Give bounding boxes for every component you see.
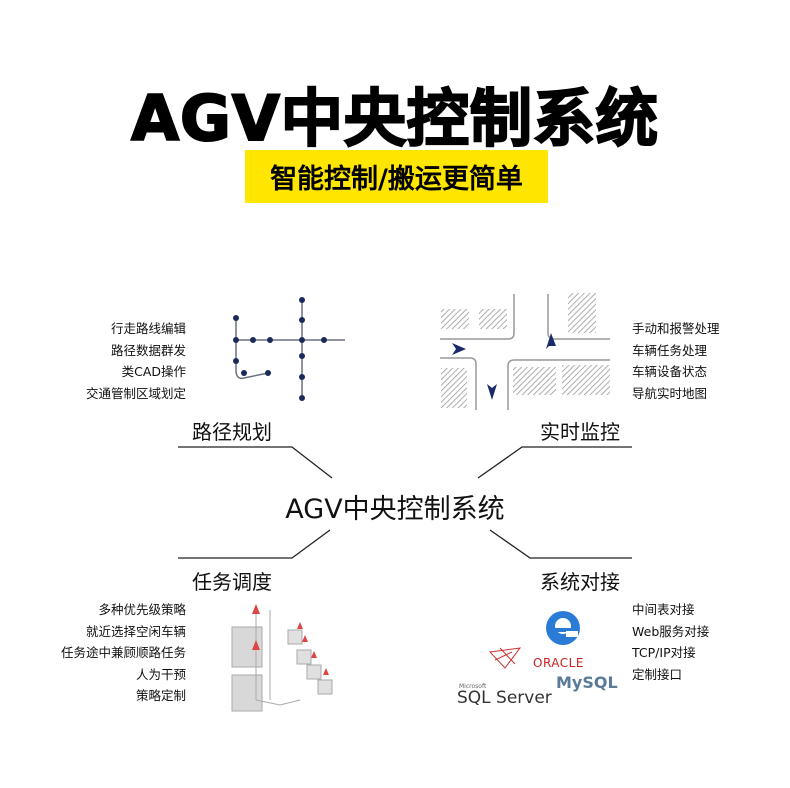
connector-bottom-right: [489, 529, 632, 559]
ie-logo-icon: [546, 611, 580, 645]
integration-logos-icon: [488, 611, 580, 669]
feature-item: 导航实时地图: [632, 385, 708, 401]
section-label-scheduling: 任务调度: [192, 570, 272, 594]
connector-top-left: [178, 446, 333, 479]
connector-top-right: [477, 446, 632, 479]
feature-item: 人为干预: [135, 666, 186, 682]
microsoft-label: Microsoft: [459, 683, 487, 690]
path-planning-features: 行走路线编辑 路径数据群发 类CAD操作 交通管制区域划定: [86, 318, 186, 404]
feature-item: TCP/IP对接: [632, 645, 696, 660]
feature-item: 车辆设备状态: [632, 364, 708, 379]
connector-bottom-left: [178, 529, 331, 559]
mysql-logo: MySQL: [556, 673, 618, 692]
integration-features: 中间表对接 Web服务对接 TCP/IP对接 定制接口: [632, 599, 709, 685]
center-label: AGV中央控制系统: [285, 494, 505, 525]
feature-item: 行走路线编辑: [110, 321, 186, 336]
section-label-integration: 系统对接: [540, 570, 620, 594]
sqlserver-logo: SQL Server: [457, 688, 552, 708]
feature-item: 路径数据群发: [110, 342, 186, 358]
monitoring-features: 手动和报警处理 车辆任务处理 车辆设备状态 导航实时地图: [632, 318, 720, 404]
feature-item: 手动和报警处理: [632, 321, 720, 336]
feature-item: 就近选择空闲车辆: [85, 623, 186, 639]
sqlserver-logo-icon: [488, 647, 522, 669]
feature-item: 定制接口: [632, 666, 683, 682]
feature-item: 任务途中兼顾顺路任务: [60, 645, 186, 660]
main-title: AGV中央控制系统: [130, 81, 659, 156]
subtitle-banner: 智能控制/搬运更简单: [245, 150, 548, 203]
agv-servers-icon: [231, 604, 333, 712]
feature-item: 中间表对接: [632, 602, 695, 617]
section-label-monitoring: 实时监控: [540, 420, 620, 444]
feature-item: 策略定制: [135, 688, 186, 703]
scheduling-features: 多种优先级策略 就近选择空闲车辆 任务途中兼顾顺路任务 人为干预 策略定制: [61, 599, 186, 707]
feature-item: Web服务对接: [632, 623, 710, 639]
feature-item: 类CAD操作: [121, 364, 186, 379]
feature-item: 交通管制区域划定: [85, 385, 186, 401]
path-graph-icon: [233, 297, 345, 401]
feature-item: 多种优先级策略: [98, 602, 186, 617]
section-label-path-planning: 路径规划: [192, 420, 272, 444]
oracle-logo: ORACLE: [533, 656, 584, 670]
feature-item: 车辆任务处理: [632, 342, 708, 358]
road-map-icon: [440, 293, 610, 410]
